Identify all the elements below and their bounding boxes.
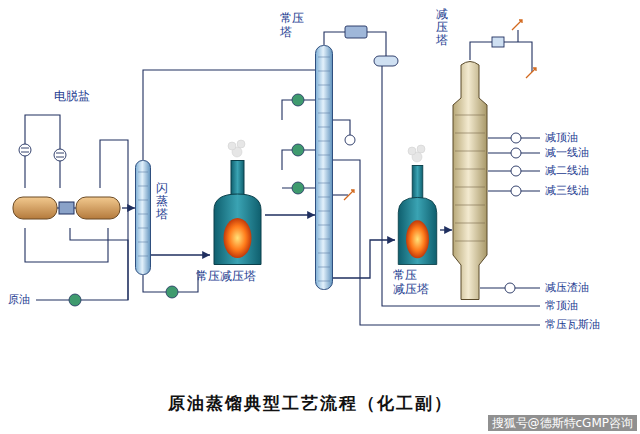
process-unit: 电脱盐 <box>12 188 122 228</box>
process-line <box>151 254 210 255</box>
unit-shape <box>210 160 265 265</box>
process-line <box>265 214 315 215</box>
process-unit: 减压塔 <box>452 60 488 300</box>
process-unit: 常压 塔 <box>315 45 333 290</box>
unit-shape <box>315 45 333 290</box>
stream-label: 减顶油 <box>545 131 578 145</box>
unit-shape <box>135 160 151 275</box>
stream-label: 减二线油 <box>545 164 589 178</box>
unit-label: 常压 减压塔 <box>393 269 431 297</box>
unit-shape <box>12 188 122 228</box>
process-unit: 闪蒸塔 <box>135 160 151 275</box>
unit-shape <box>395 165 440 265</box>
stream-label: 常顶油 <box>545 299 578 313</box>
unit-label: 常压减压塔 <box>196 270 256 284</box>
stream-label: 原油 <box>8 293 30 307</box>
process-unit: 常压减压塔 <box>210 160 265 265</box>
diagram-title: 原油蒸馏典型工艺流程（化工副） <box>0 392 620 415</box>
process-unit: 常压 减压塔 <box>395 165 440 265</box>
unit-label: 减压塔 <box>436 8 448 48</box>
process-line <box>440 229 452 230</box>
unit-label: 电脱盐 <box>54 90 90 104</box>
stream-label: 常压瓦斯油 <box>545 318 600 332</box>
process-line <box>333 240 395 278</box>
unit-shape <box>452 60 488 300</box>
stream-label: 减一线油 <box>545 146 589 160</box>
stream-label: 减压渣油 <box>545 281 589 295</box>
unit-label: 常压 塔 <box>280 12 306 40</box>
unit-label: 闪蒸塔 <box>156 182 168 222</box>
stream-label: 减三线油 <box>545 184 589 198</box>
watermark: 搜狐号@德斯特cGMP咨询 <box>488 415 638 431</box>
process-line <box>122 207 135 208</box>
